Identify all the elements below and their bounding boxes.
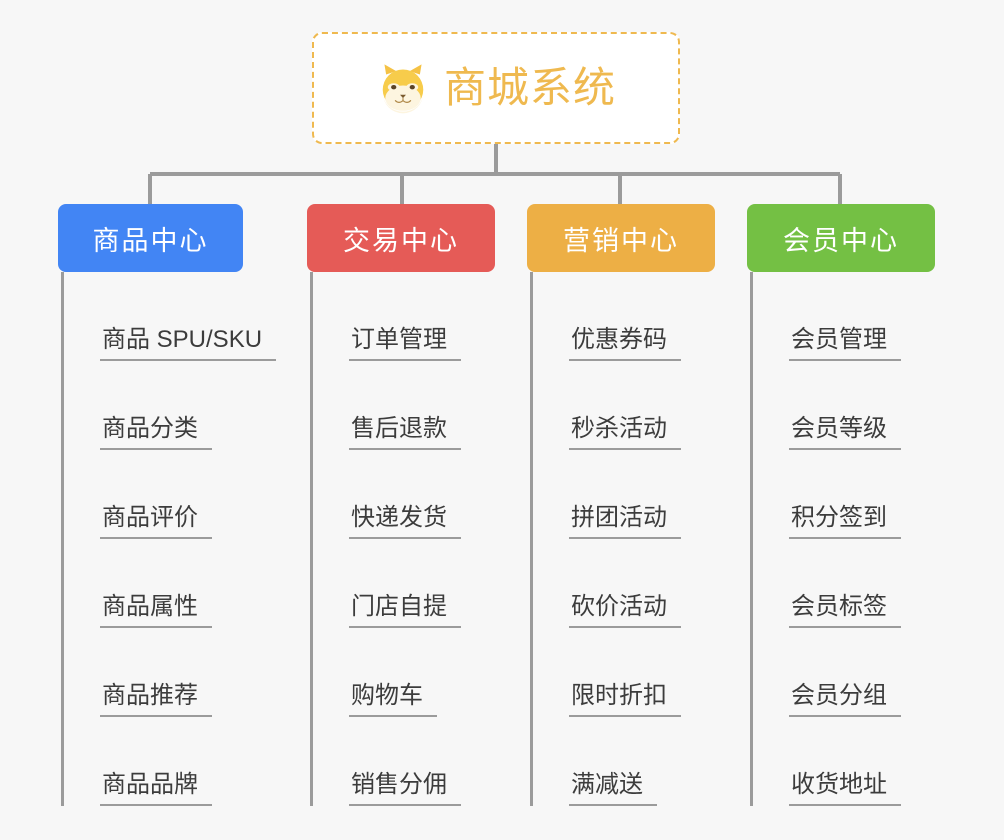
branch-column-0: 商品中心 商品 SPU/SKU 商品分类 商品评价 商品属性 商品推荐 商品品牌 [58,204,277,806]
leaf-label: 优惠券码 [569,326,681,361]
branch-column-1: 交易中心 订单管理 售后退款 快递发货 门店自提 购物车 销售分佣 [307,204,495,806]
root-title: 商城系统 [443,64,616,111]
leaf-list-0: 商品 SPU/SKU 商品分类 商品评价 商品属性 商品推荐 商品品牌 [58,272,277,806]
leaf-label: 快递发货 [349,504,461,539]
leaf-label: 会员等级 [789,415,901,450]
leaf-list-1: 订单管理 售后退款 快递发货 门店自提 购物车 销售分佣 [307,272,495,806]
leaf-label: 会员管理 [789,326,901,361]
leaf-item[interactable]: 优惠券码 [527,272,715,361]
leaf-item[interactable]: 商品 SPU/SKU [58,272,277,361]
category-box-3[interactable]: 会员中心 [747,204,935,272]
leaf-label: 购物车 [349,682,437,717]
leaf-label: 订单管理 [349,326,461,361]
leaf-label: 商品推荐 [100,682,212,717]
leaf-label: 限时折扣 [569,682,681,717]
leaf-item[interactable]: 门店自提 [307,539,495,628]
leaf-item[interactable]: 收货地址 [747,717,935,806]
leaf-item[interactable]: 快递发货 [307,450,495,539]
leaf-item[interactable]: 砍价活动 [527,539,715,628]
category-box-0[interactable]: 商品中心 [58,204,243,272]
leaf-item[interactable]: 会员等级 [747,361,935,450]
leaf-item[interactable]: 会员分组 [747,628,935,717]
leaf-label: 商品品牌 [100,771,212,806]
leaf-item[interactable]: 会员标签 [747,539,935,628]
leaf-label: 满减送 [569,771,657,806]
category-box-2[interactable]: 营销中心 [527,204,715,272]
branch-column-2: 营销中心 优惠券码 秒杀活动 拼团活动 砍价活动 限时折扣 满减送 [527,204,715,806]
leaf-label: 砍价活动 [569,593,681,628]
leaf-item[interactable]: 商品评价 [58,450,243,539]
leaf-item[interactable]: 商品属性 [58,539,243,628]
leaf-item[interactable]: 会员管理 [747,272,935,361]
leaf-list-2: 优惠券码 秒杀活动 拼团活动 砍价活动 限时折扣 满减送 [527,272,715,806]
leaf-label: 会员标签 [789,593,901,628]
leaf-item[interactable]: 商品品牌 [58,717,243,806]
leaf-label: 销售分佣 [349,771,461,806]
leaf-label: 商品 SPU/SKU [100,326,277,361]
category-box-1[interactable]: 交易中心 [307,204,495,272]
leaf-label: 秒杀活动 [569,415,681,450]
leaf-label: 会员分组 [789,682,901,717]
leaf-label: 门店自提 [349,593,461,628]
leaf-item[interactable]: 商品分类 [58,361,243,450]
leaf-label: 积分签到 [789,504,901,539]
category-label-0: 商品中心 [92,225,209,256]
category-label-3: 会员中心 [783,225,899,256]
column-spine-3 [750,272,753,806]
leaf-item[interactable]: 秒杀活动 [527,361,715,450]
leaf-item[interactable]: 拼团活动 [527,450,715,539]
leaf-item[interactable]: 积分签到 [747,450,935,539]
leaf-item[interactable]: 限时折扣 [527,628,715,717]
leaf-item[interactable]: 销售分佣 [307,717,495,806]
shiba-dog-face-icon [382,64,424,114]
leaf-label: 商品评价 [100,504,212,539]
leaf-label: 商品分类 [100,415,212,450]
leaf-label: 商品属性 [100,593,212,628]
column-spine-1 [310,272,313,806]
branch-column-3: 会员中心 会员管理 会员等级 积分签到 会员标签 会员分组 收货地址 [747,204,935,806]
leaf-item[interactable]: 订单管理 [307,272,495,361]
leaf-list-3: 会员管理 会员等级 积分签到 会员标签 会员分组 收货地址 [747,272,935,806]
column-spine-2 [530,272,533,806]
leaf-item[interactable]: 购物车 [307,628,495,717]
leaf-label: 售后退款 [349,415,461,450]
root-node[interactable]: 商城系统 [312,32,680,144]
leaf-item[interactable]: 商品推荐 [58,628,243,717]
column-spine-0 [61,272,64,806]
leaf-item[interactable]: 满减送 [527,717,715,806]
category-label-1: 交易中心 [343,225,459,256]
category-label-2: 营销中心 [563,225,679,256]
leaf-label: 拼团活动 [569,504,681,539]
leaf-label: 收货地址 [789,771,901,806]
leaf-item[interactable]: 售后退款 [307,361,495,450]
